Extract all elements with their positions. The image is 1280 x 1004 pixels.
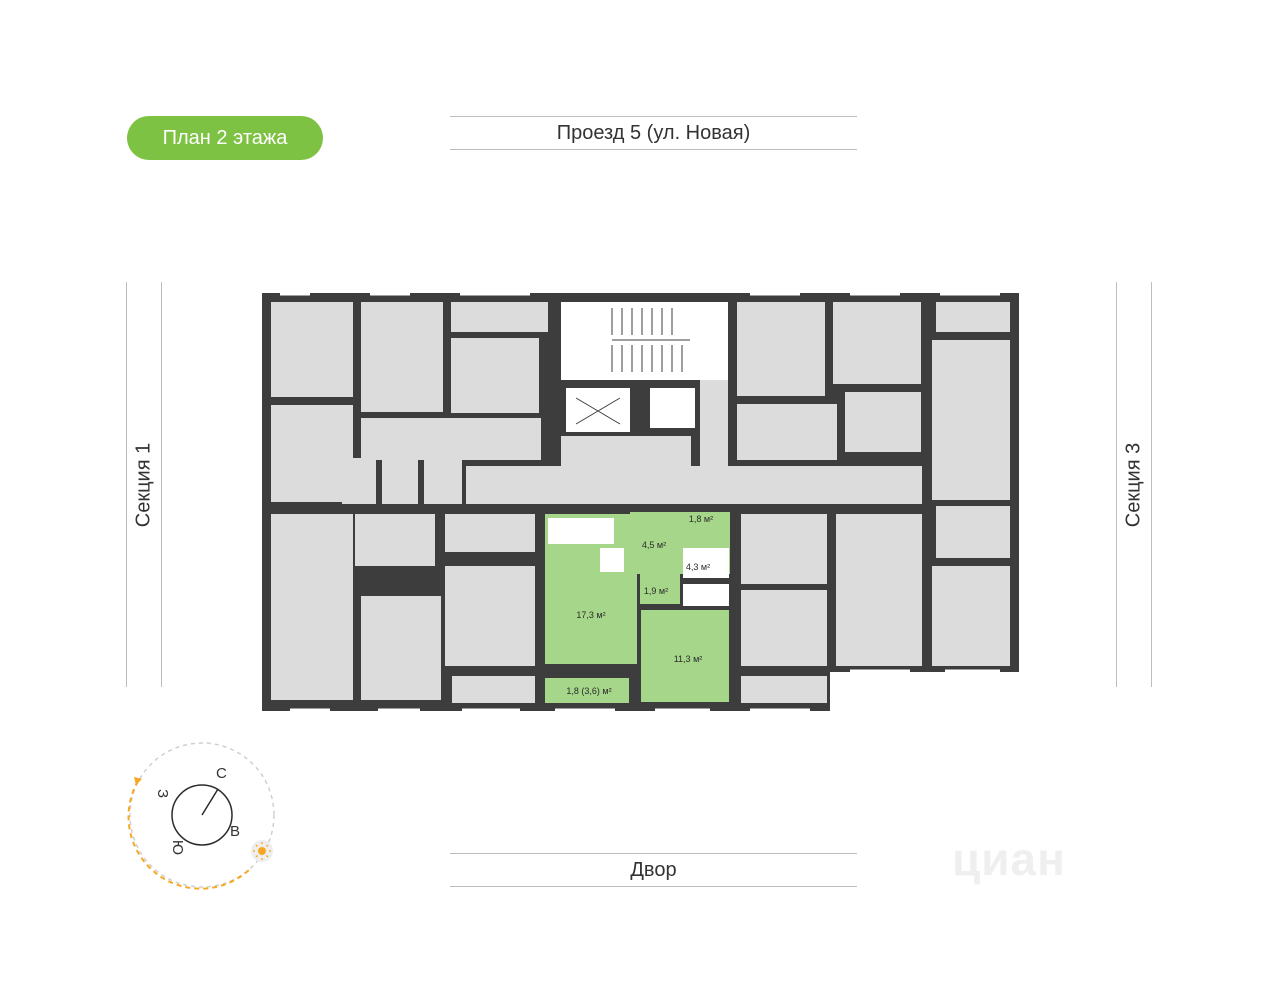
top-street-label: Проезд 5 (ул. Новая)	[450, 116, 857, 150]
bath-fixtures	[548, 518, 729, 606]
area-label-storage: 1,8 м²	[689, 514, 713, 524]
area-label-wc: 1,9 м²	[644, 586, 668, 596]
watermark: циан	[952, 833, 1066, 885]
floor-badge: План 2 этажа	[127, 116, 323, 160]
area-label-bathroom: 4,3 м²	[686, 562, 710, 572]
area-label-living: 17,3 м²	[576, 610, 605, 620]
rooms	[271, 302, 1010, 703]
compass-north: С	[216, 765, 227, 782]
staircase	[575, 308, 690, 425]
compass-south: Ю	[169, 839, 187, 856]
compass-graphic	[127, 742, 275, 890]
right-section-label: Секция 3	[1116, 282, 1152, 687]
area-label-bedroom: 11,3 м²	[674, 654, 703, 664]
top-street-text: Проезд 5 (ул. Новая)	[556, 122, 751, 144]
compass-rose: С В Ю З	[120, 735, 285, 895]
compass-east: В	[230, 823, 241, 840]
compass-west: З	[154, 788, 172, 799]
left-section-label: Секция 1	[126, 282, 162, 687]
bottom-street-text: Двор	[630, 859, 677, 881]
area-labels: 17,3 м² 1,8 (3,6) м² 4,5 м² 1,8 м² 4,3 м…	[566, 514, 713, 696]
windows	[280, 292, 1000, 712]
bottom-street-label: Двор	[450, 853, 857, 887]
area-label-balcony: 1,8 (3,6) м²	[566, 686, 611, 696]
area-label-hall: 4,5 м²	[642, 540, 666, 550]
